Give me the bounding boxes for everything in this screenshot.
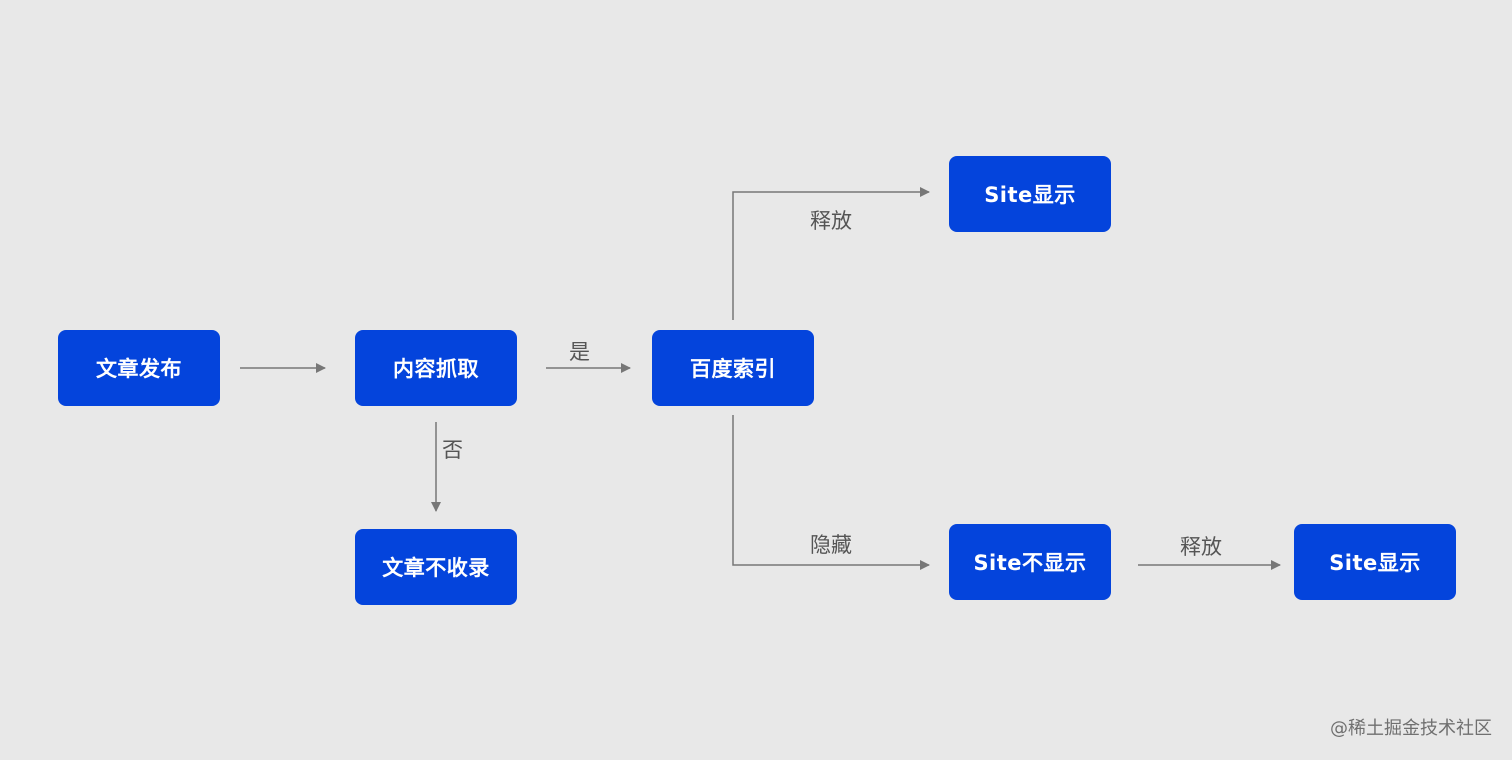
node-not-indexed: 文章不收录 bbox=[355, 529, 517, 605]
edge-label-hide: 隐藏 bbox=[810, 533, 852, 557]
node-content-crawl: 内容抓取 bbox=[355, 330, 517, 406]
node-article-publish: 文章发布 bbox=[58, 330, 220, 406]
edge-label-yes: 是 bbox=[569, 340, 590, 364]
edge-label-no: 否 bbox=[442, 438, 463, 462]
node-baidu-index: 百度索引 bbox=[652, 330, 814, 406]
arrow-index-to-site-show bbox=[732, 187, 930, 320]
node-site-show-top: Site显示 bbox=[949, 156, 1111, 232]
watermark-text: @稀土掘金技术社区 bbox=[1330, 718, 1492, 739]
node-site-hidden: Site不显示 bbox=[949, 524, 1111, 600]
edge-label-release-bottom: 释放 bbox=[1180, 535, 1222, 559]
arrow-index-to-site-hidden bbox=[732, 415, 930, 570]
edge-label-release-top: 释放 bbox=[810, 209, 852, 233]
node-site-show-bottom: Site显示 bbox=[1294, 524, 1456, 600]
